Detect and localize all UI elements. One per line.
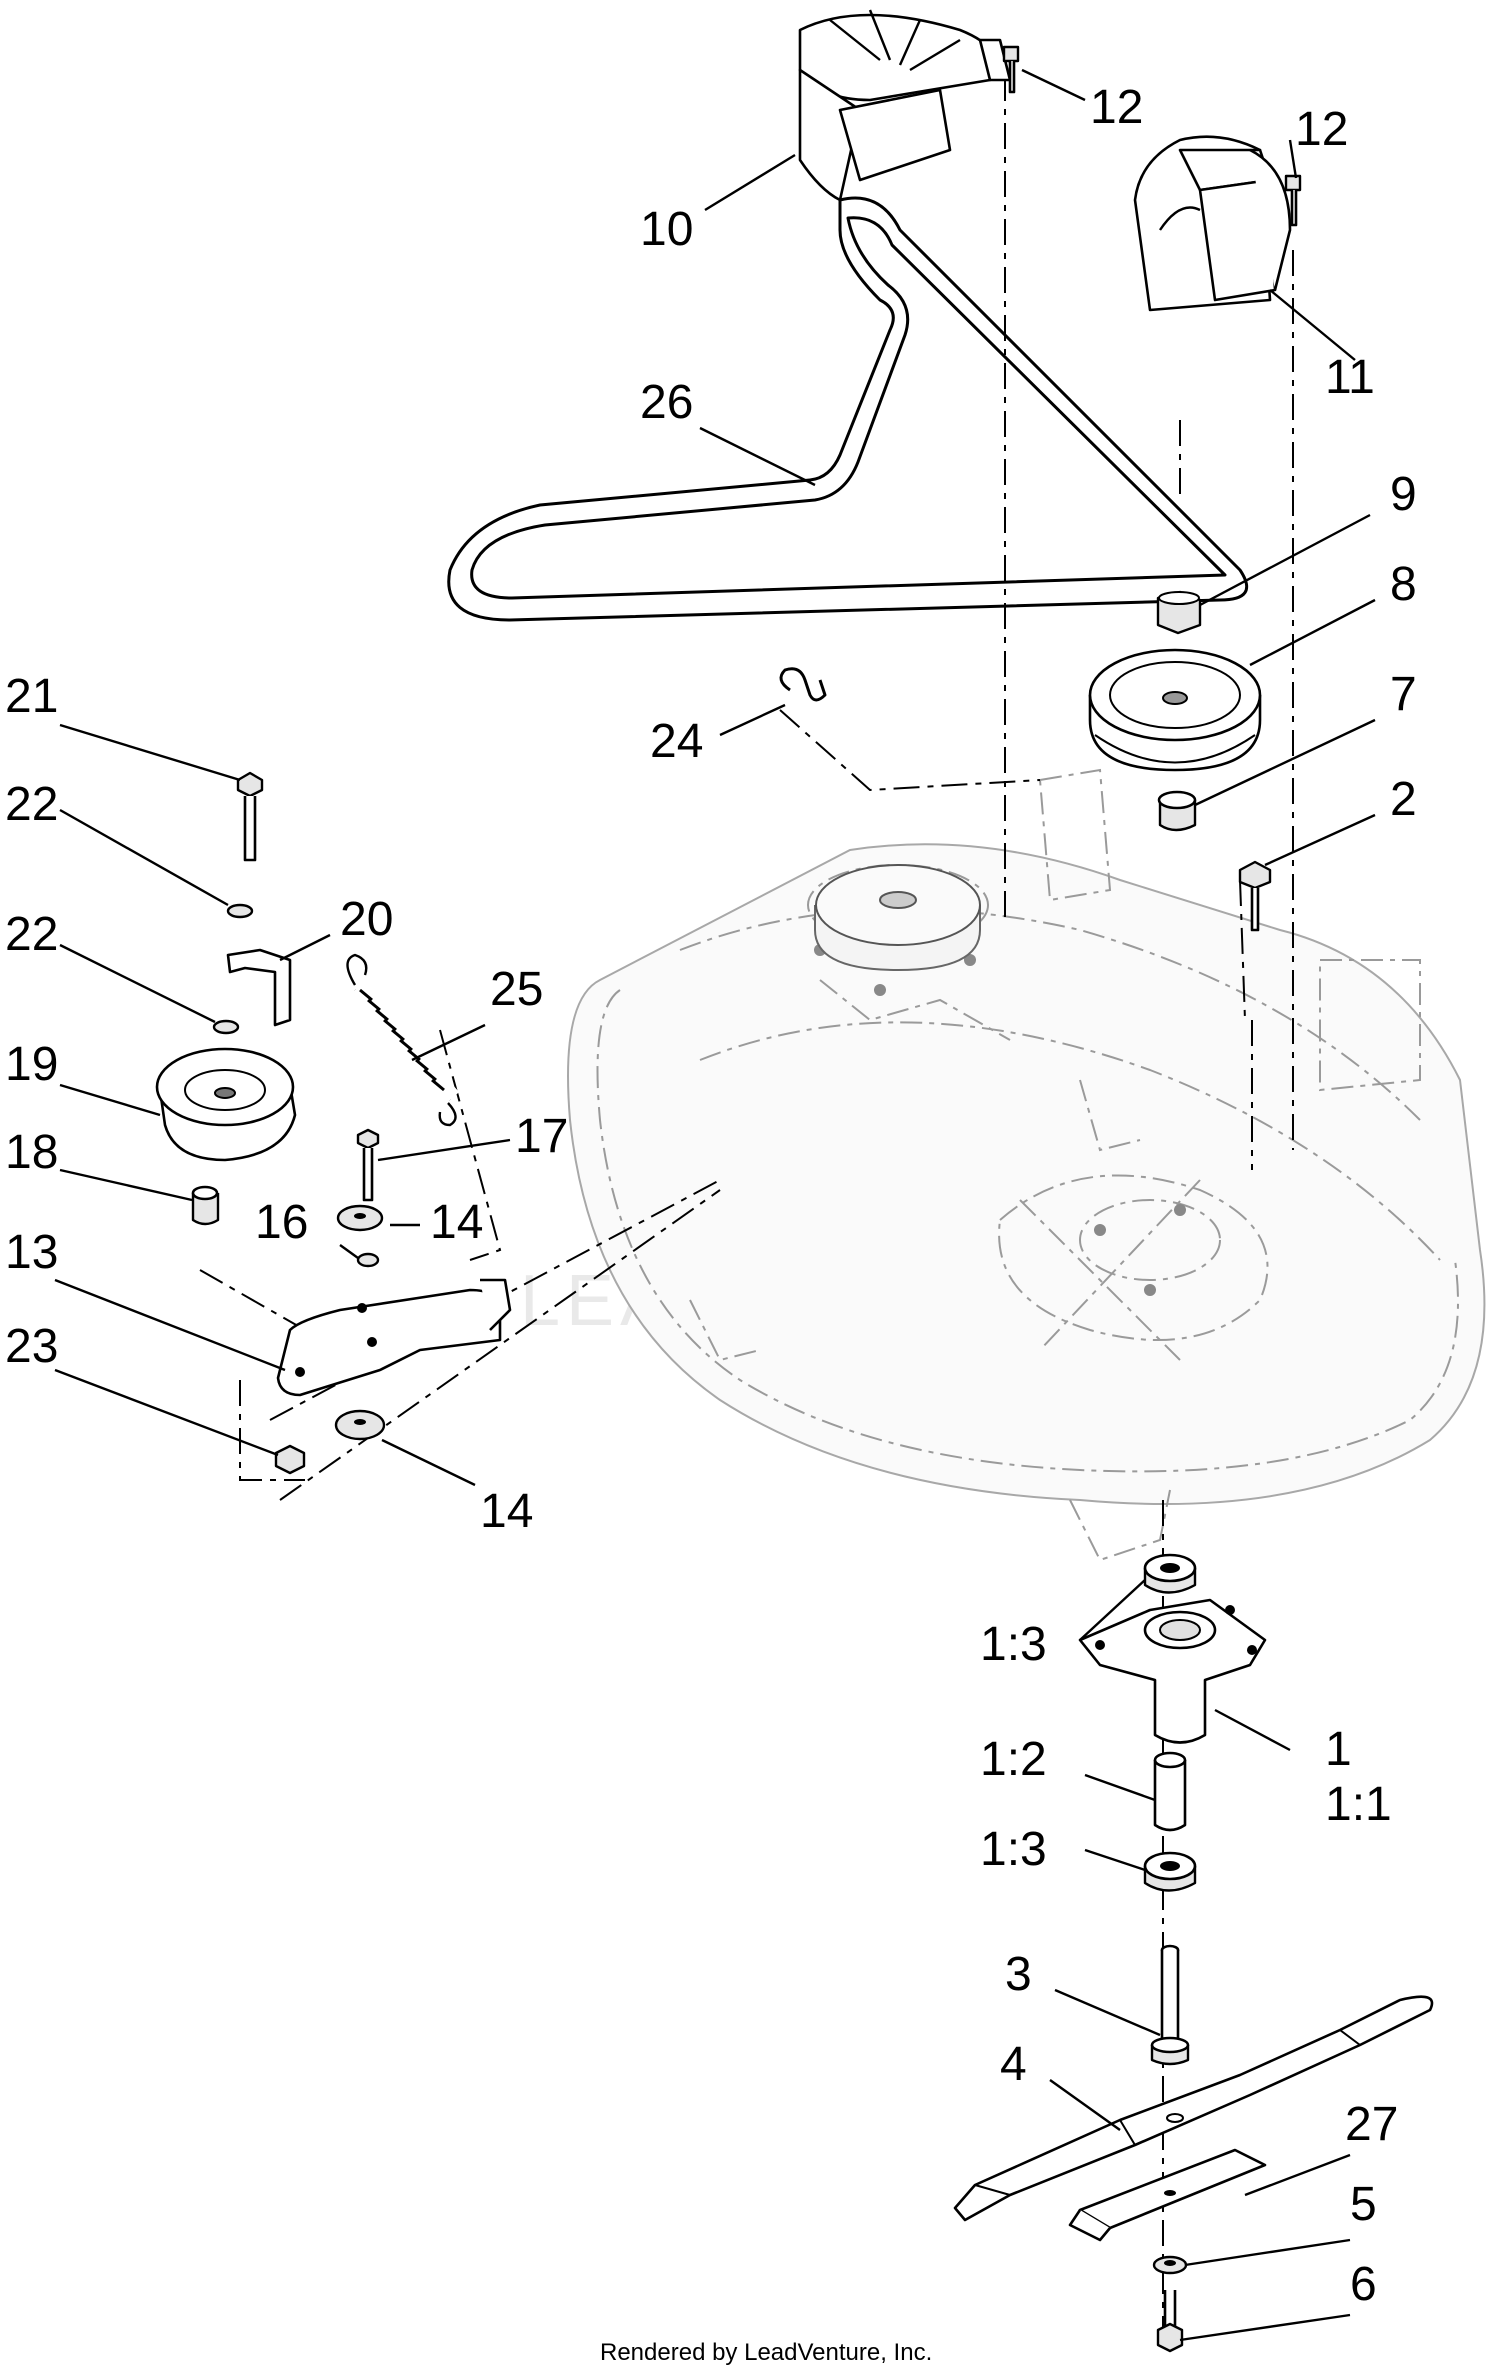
callout-10: 10 (640, 203, 693, 256)
rendered-by-credit: Rendered by LeadVenture, Inc. (600, 2339, 932, 2366)
callout-26: 26 (640, 376, 693, 429)
mower-blade-4 (953, 1995, 1434, 2222)
callout-1: 1 (1325, 1723, 1352, 1776)
idler-pulley-19 (155, 1047, 297, 1162)
callout-21: 21 (5, 670, 58, 723)
washer-14b (334, 1409, 386, 1441)
callout-17: 17 (515, 1110, 568, 1163)
callout-1-1: 1:1 (1325, 1778, 1392, 1831)
callout-2: 2 (1390, 773, 1417, 826)
callout-7: 7 (1390, 668, 1417, 721)
callout-9: 9 (1390, 468, 1417, 521)
drive-belt (447, 196, 1249, 622)
callout-12a: 12 (1090, 81, 1143, 134)
belt-cover-right (1133, 135, 1292, 312)
washer-5 (1152, 2255, 1188, 2275)
callout-6: 6 (1350, 2258, 1377, 2311)
callout-14a: 14 (430, 1196, 483, 1249)
callout-13: 13 (5, 1226, 58, 1279)
callout-19: 19 (5, 1038, 58, 1091)
callout-1-2: 1:2 (980, 1733, 1047, 1786)
callout-12b: 12 (1295, 103, 1348, 156)
callout-1-3-upper: 1:3 (980, 1618, 1047, 1671)
callout-8: 8 (1390, 558, 1417, 611)
nut-23 (274, 1444, 306, 1475)
blade-bolt-6 (1156, 2290, 1184, 2353)
bearing-1-3-upper (1143, 1553, 1197, 1594)
bolt-17 (356, 1128, 380, 1202)
callout-3: 3 (1005, 1948, 1032, 2001)
belt-cover-left (798, 9, 1012, 202)
spring-hook-24 (779, 667, 827, 702)
bearing-1-3-lower (1143, 1851, 1197, 1892)
callout-5: 5 (1350, 2178, 1377, 2231)
spacer-7 (1157, 790, 1197, 832)
callout-labels: 12 12 10 11 26 9 8 7 2 24 21 22 20 22 25… (5, 81, 1417, 2311)
extension-spring-25 (345, 953, 460, 1127)
callout-14b: 14 (480, 1485, 533, 1538)
spindle-housing-1 (1078, 1598, 1267, 1744)
belt-guide-20 (226, 948, 292, 1027)
callout-24: 24 (650, 715, 703, 768)
callout-22a: 22 (5, 778, 58, 831)
callout-18: 18 (5, 1126, 58, 1179)
spindle-pulley-8 (1088, 648, 1262, 772)
blade-stiffener-27 (1068, 2148, 1267, 2242)
callout-11: 11 (1325, 351, 1375, 404)
washer-14a (336, 1204, 384, 1232)
washer-16 (356, 1252, 380, 1268)
bolt-21 (236, 771, 264, 862)
screw-12a (1002, 45, 1020, 94)
bolt-2 (1238, 860, 1272, 932)
washer-22a (226, 903, 254, 919)
callout-1-3-lower: 1:3 (980, 1823, 1047, 1876)
screw-12b (1284, 174, 1302, 227)
idler-arm-13 (276, 1278, 512, 1397)
callout-16: 16 (255, 1196, 308, 1249)
callout-leaders (54, 68, 1376, 2342)
callout-27: 27 (1345, 2098, 1398, 2151)
washer-22b (212, 1019, 240, 1035)
nut-9 (1156, 590, 1202, 635)
callout-23: 23 (5, 1320, 58, 1373)
callout-25: 25 (490, 963, 543, 1016)
callout-20: 20 (340, 893, 393, 946)
spacer-18 (191, 1185, 220, 1226)
callout-4: 4 (1000, 2038, 1027, 2091)
spacer-tube-1-2 (1153, 1751, 1187, 1832)
deck-pulley (814, 864, 981, 972)
mower-deck-outline (567, 768, 1486, 1562)
spindle-shaft-3 (1150, 1944, 1190, 2066)
callout-22b: 22 (5, 908, 58, 961)
